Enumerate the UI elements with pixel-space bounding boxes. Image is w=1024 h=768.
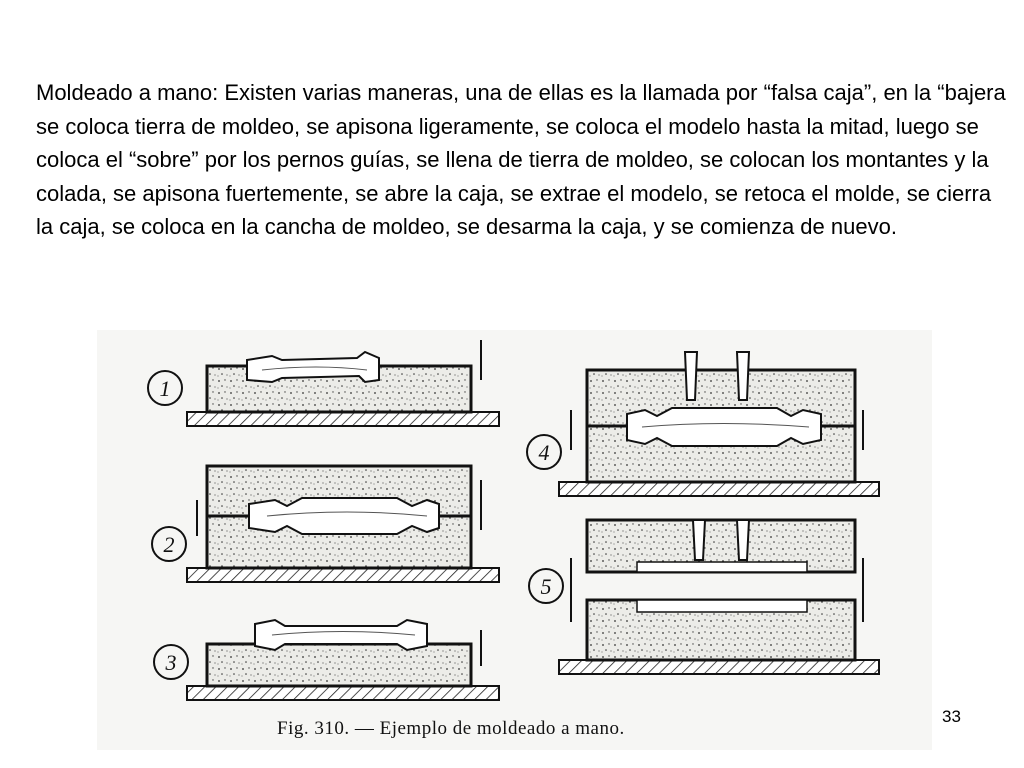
svg-text:2: 2 (164, 532, 175, 557)
step-5-drawing (558, 518, 880, 675)
step-number-2: 2 (151, 526, 187, 562)
molding-diagram: 1 2 3 4 5 (147, 340, 880, 701)
body-text: Moldeado a mano: Existen varias maneras,… (36, 80, 1006, 240)
svg-text:1: 1 (160, 376, 171, 401)
step-number-3: 3 (153, 644, 189, 680)
svg-text:3: 3 (165, 650, 177, 675)
step-3-drawing (186, 618, 500, 701)
step-number-5: 5 (528, 568, 564, 604)
step-1-drawing (186, 340, 500, 427)
step-number-4: 4 (526, 434, 562, 470)
svg-text:4: 4 (539, 440, 550, 465)
step-4-drawing (558, 351, 880, 497)
molding-figure: 1 2 3 4 5 Fig. 310. — Ejemplo de moldead… (97, 330, 932, 750)
step-2-drawing (186, 464, 500, 583)
page-number: 33 (942, 707, 961, 726)
svg-text:5: 5 (541, 574, 552, 599)
figure-caption: Fig. 310. — Ejemplo de moldeado a mano. (277, 718, 625, 739)
step-number-1: 1 (147, 370, 183, 406)
